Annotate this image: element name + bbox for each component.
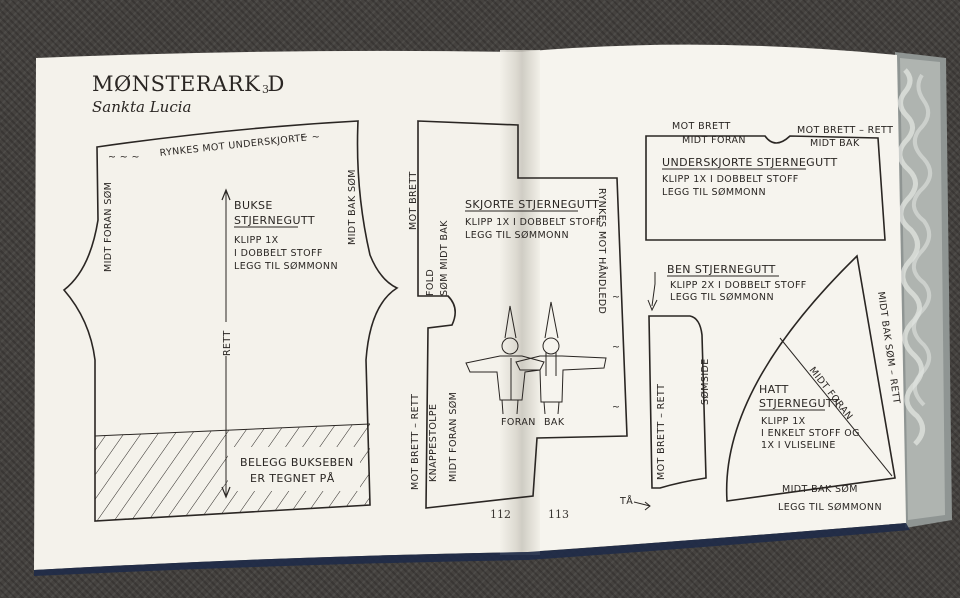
ben-cut-1: KLIPP 2X I DOBBELT STOFF xyxy=(670,280,807,291)
ben-fold: MOT BRETT – RETT xyxy=(656,384,667,480)
skjorte-cut-2: LEGG TIL SØMMONN xyxy=(465,230,569,241)
bukse-cut-3: LEGG TIL SØMMONN xyxy=(234,261,338,272)
svg-text:~: ~ xyxy=(612,342,620,353)
pattern-piece-skjorte: MOT BRETT FOLD SØM MIDT BAK SKJORTE STJE… xyxy=(408,120,628,509)
skjorte-placket: KNAPPESTOLPE xyxy=(428,404,439,482)
underskjorte-back: MIDT BAK xyxy=(810,138,860,149)
hatt-cut-2: I ENKELT STOFF OG xyxy=(761,428,860,439)
ben-cut-2: LEGG TIL SØMMONN xyxy=(670,292,774,303)
bukse-grain-label: RETT xyxy=(222,330,233,356)
skjorte-gather-label: RYNKES MOT HÅNDLEDD xyxy=(596,188,608,314)
ben-seam: SØMSIDE xyxy=(700,358,711,405)
bukse-facing-2: ER TEGNET PÅ xyxy=(250,472,335,485)
sheet-subtitle: Sankta Lucia xyxy=(92,98,191,116)
hatt-bottom-1: MIDT BAK SØM xyxy=(782,484,858,495)
page-number-left: 112 xyxy=(490,508,511,521)
bukse-back-seam: MIDT BAK SØM xyxy=(347,169,358,245)
skjorte-back-seam: SØM MIDT BAK xyxy=(439,220,450,296)
underskjorte-fold-left: MOT BRETT xyxy=(672,121,731,132)
skjorte-fold-2: FOLD xyxy=(425,269,436,296)
shirt-back-figure xyxy=(515,301,607,415)
bukse-cut-1: KLIPP 1X xyxy=(234,235,279,246)
svg-text:~ ~ ~: ~ ~ ~ xyxy=(108,152,140,163)
underskjorte-cut-2: LEGG TIL SØMMONN xyxy=(662,187,766,198)
underskjorte-front: MIDT FORAN xyxy=(682,135,746,146)
sheet-title-number: 3 xyxy=(262,83,269,96)
skjorte-front-seam: MIDT FORAN SØM xyxy=(448,392,459,482)
underskjorte-cut-1: KLIPP 1X I DOBBELT STOFF xyxy=(662,174,799,185)
hatt-name-2: STJERNEGUTT xyxy=(759,397,840,410)
hatt-cut-1: KLIPP 1X xyxy=(761,416,806,427)
skjorte-name: SKJORTE STJERNEGUTT xyxy=(465,198,599,211)
hatt-cut-3: 1X I VLISELINE xyxy=(761,440,836,451)
skjorte-cut-1: KLIPP 1X I DOBBELT STOFF xyxy=(465,217,602,228)
bukse-cut-2: I DOBBELT STOFF xyxy=(234,248,323,259)
sheet-title: MØNSTERARK D xyxy=(92,72,285,96)
pattern-piece-ben: BEN STJERNEGUTT KLIPP 2X I DOBBELT STOFF… xyxy=(619,263,807,511)
bukse-front-seam: MIDT FORAN SØM xyxy=(103,182,114,272)
figure-back-label: BAK xyxy=(544,417,565,428)
underskjorte-name: UNDERSKJORTE STJERNEGUTT xyxy=(662,156,838,169)
skjorte-front-fold: MOT BRETT – RETT xyxy=(410,394,421,490)
svg-text:~: ~ xyxy=(612,292,620,303)
skjorte-fold-label: MOT BRETT xyxy=(408,171,419,230)
right-page xyxy=(518,44,906,552)
bukse-name-2: STJERNEGUTT xyxy=(234,214,315,227)
hatt-name-1: HATT xyxy=(759,383,789,396)
ben-toe: TÅ xyxy=(619,495,633,507)
underskjorte-fold-right: MOT BRETT – RETT xyxy=(797,125,893,136)
figure-front-label: FORAN xyxy=(501,417,536,428)
svg-text:~ ~: ~ ~ xyxy=(300,132,320,143)
bukse-facing-1: BELEGG BUKSEBEN xyxy=(240,456,354,469)
svg-text:~: ~ xyxy=(612,402,620,413)
shirt-front-figure xyxy=(465,305,545,415)
ben-name: BEN STJERNEGUTT xyxy=(667,263,776,276)
hatt-bottom-2: LEGG TIL SØMMONN xyxy=(778,502,882,513)
page-number-right: 113 xyxy=(548,508,569,521)
pattern-piece-underskjorte: MOT BRETT MIDT FORAN MOT BRETT – RETT MI… xyxy=(645,121,893,241)
bukse-name-1: BUKSE xyxy=(234,199,273,212)
